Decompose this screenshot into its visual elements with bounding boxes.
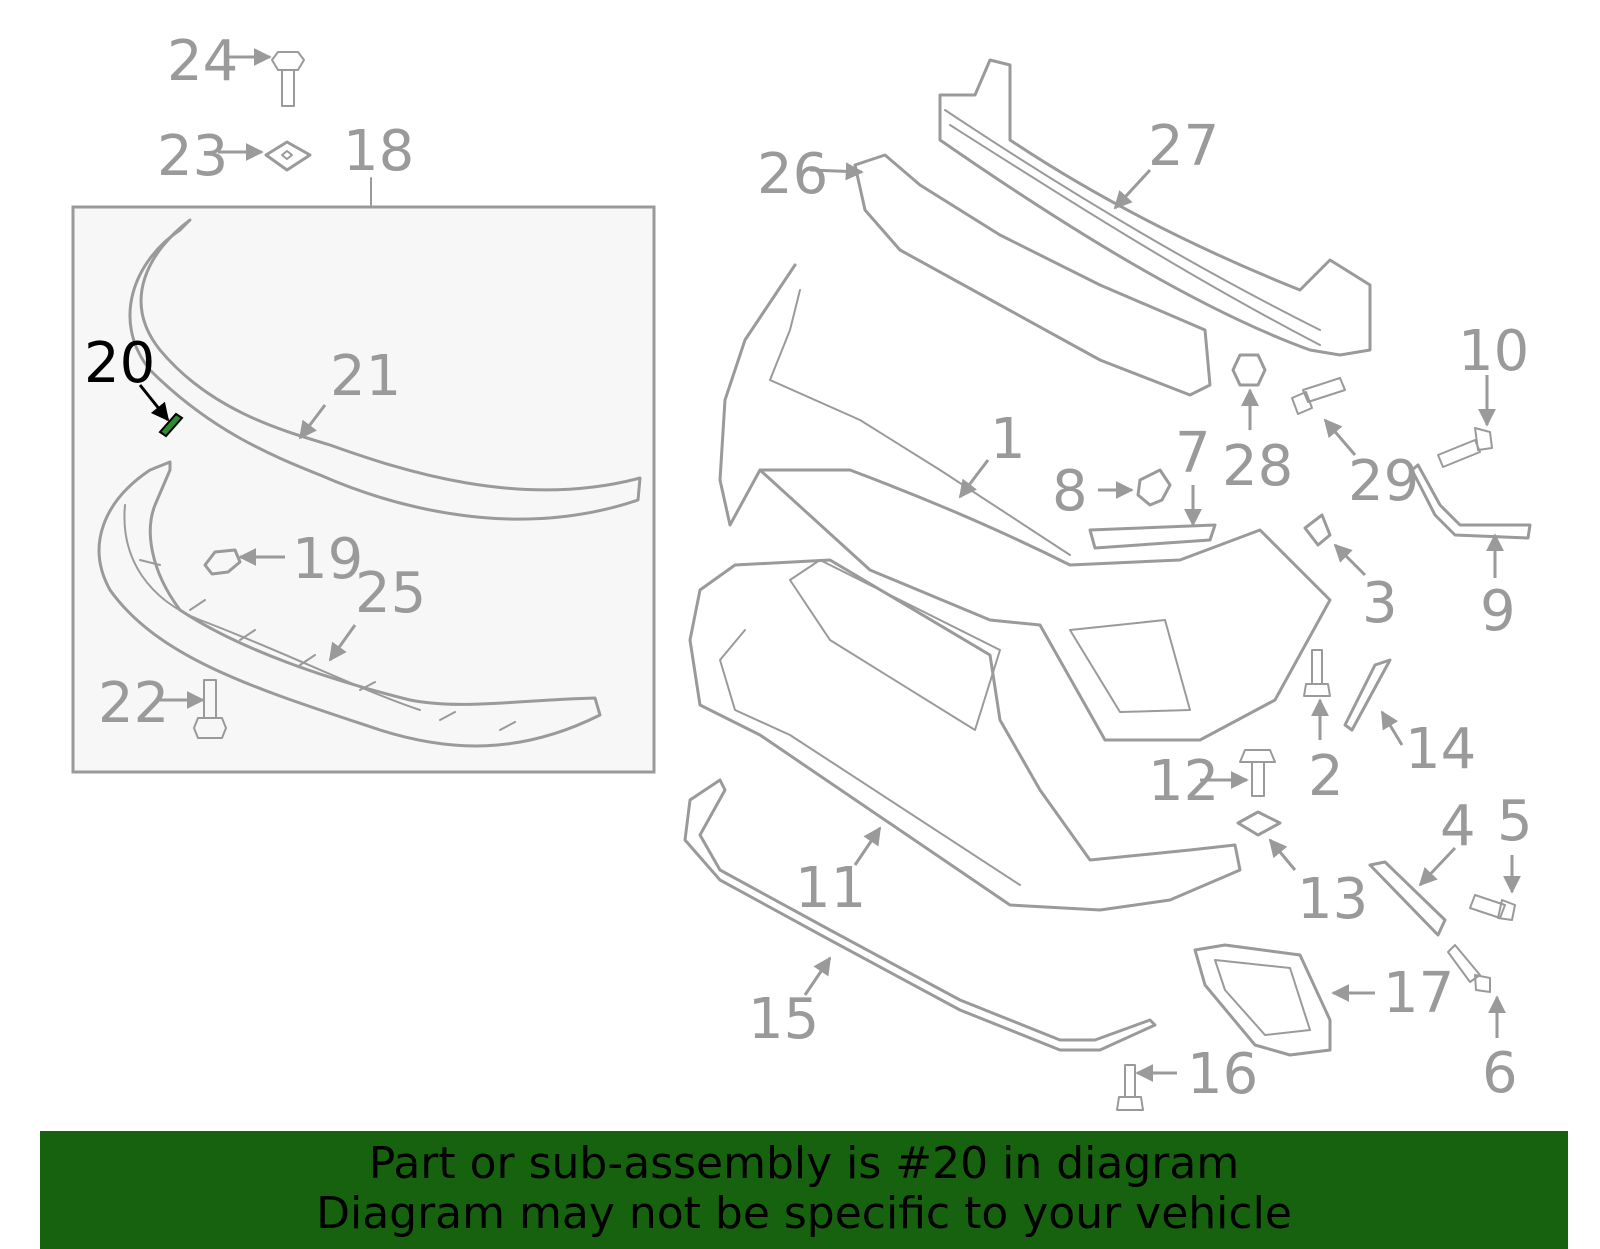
part-9-bracket: [1410, 463, 1532, 540]
part-24-bolt: [271, 51, 305, 107]
label-22: 22: [98, 671, 169, 736]
part-7-bracket: [1088, 523, 1217, 550]
label-20: 20: [84, 331, 155, 396]
part-25-lower-strip: [97, 460, 602, 748]
part-17-bezel: [1193, 943, 1332, 1057]
label-1: 1: [990, 407, 1026, 472]
part-12-screw: [1239, 749, 1276, 797]
part-20-highlighted: [158, 412, 184, 438]
part-5-bolt: [1469, 894, 1516, 921]
label-26: 26: [757, 142, 828, 207]
label-9: 9: [1480, 579, 1516, 644]
part-15-lower-lip: [683, 778, 1157, 1052]
label-2: 2: [1308, 744, 1344, 809]
part-27-beam: [938, 58, 1372, 357]
label-10: 10: [1458, 319, 1529, 384]
label-16: 16: [1187, 1042, 1258, 1107]
label-5: 5: [1497, 789, 1533, 854]
label-12: 12: [1148, 749, 1219, 814]
label-18: 18: [343, 119, 414, 184]
label-25: 25: [355, 561, 426, 626]
banner-line-1: Part or sub-assembly is #20 in diagram: [368, 1138, 1240, 1189]
part-2-screw: [1303, 649, 1331, 697]
label-14: 14: [1405, 717, 1476, 782]
part-16-screw: [1116, 1064, 1144, 1111]
part-13-clip: [1236, 810, 1282, 837]
label-13: 13: [1297, 867, 1368, 932]
part-3-clip: [1303, 513, 1332, 547]
part-6-bolt: [1447, 944, 1491, 993]
label-23: 23: [157, 124, 228, 189]
info-banner: Part or sub-assembly is #20 in diagram D…: [40, 1131, 1568, 1249]
part-14-strip: [1343, 658, 1392, 732]
label-21: 21: [330, 344, 401, 409]
part-4-bracket: [1368, 860, 1447, 937]
label-28: 28: [1222, 434, 1293, 499]
part-10-bolt: [1437, 427, 1493, 468]
label-27: 27: [1148, 114, 1219, 179]
part-23-clip: [264, 140, 312, 172]
label-8: 8: [1052, 459, 1088, 524]
label-19: 19: [292, 527, 363, 592]
label-4: 4: [1440, 794, 1476, 859]
banner-line-2: Diagram may not be specific to your vehi…: [316, 1188, 1292, 1239]
part-11-grille: [688, 558, 1242, 912]
label-6: 6: [1482, 1041, 1518, 1106]
part-1-bumper-cover: [718, 263, 1332, 742]
part-28-nut: [1231, 353, 1267, 387]
part-8-clip: [1136, 468, 1172, 507]
part-26-absorber: [853, 153, 1212, 397]
label-3: 3: [1362, 571, 1398, 636]
label-24: 24: [167, 29, 238, 94]
part-21-upper-trim: [128, 218, 642, 521]
part-29-bolt: [1291, 377, 1346, 415]
label-17: 17: [1383, 961, 1454, 1026]
label-7: 7: [1175, 421, 1211, 486]
label-11: 11: [795, 856, 866, 921]
label-15: 15: [748, 987, 819, 1052]
label-29: 29: [1348, 449, 1419, 514]
